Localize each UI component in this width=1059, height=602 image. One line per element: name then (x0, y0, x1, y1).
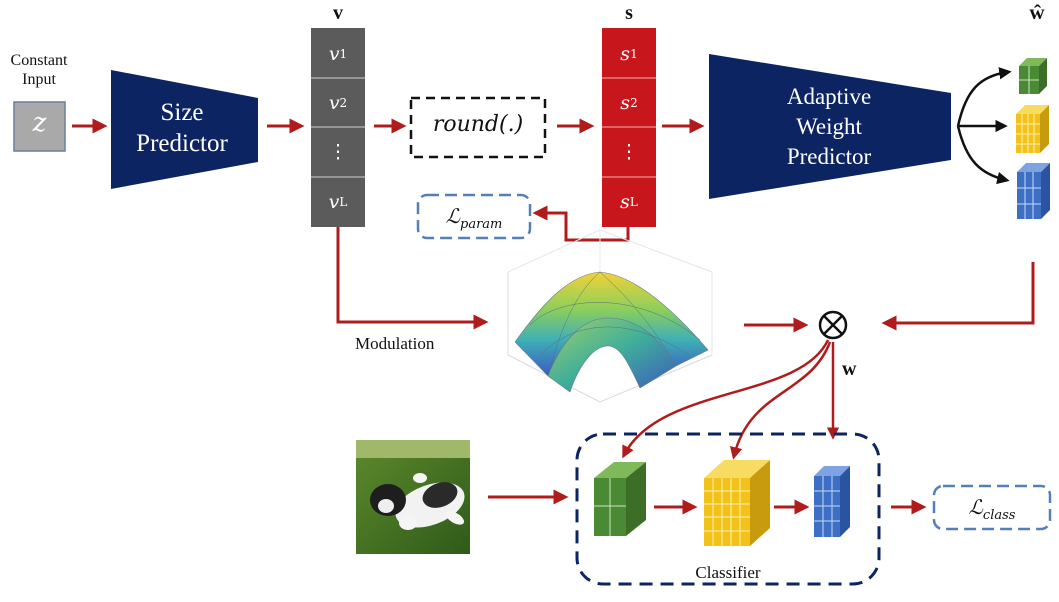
input-caption-line2: Input (22, 71, 56, 88)
arrow-s-to-loss-param (532, 205, 630, 242)
size-predictor-label: Size Predictor (111, 97, 253, 159)
vector-v-cell: ⋮ (328, 141, 348, 163)
arrow-w-hat-to-multiply (881, 262, 1035, 331)
branch-arrow-top (956, 67, 1012, 127)
loss-param-label: ℒparam (445, 204, 503, 232)
classifier-label: Classifier (695, 563, 761, 582)
w-hat-green-block (1019, 58, 1047, 94)
vector-v-label: v (333, 2, 343, 24)
weight-predictor-line2: Weight (796, 114, 862, 139)
weight-predictor-block (709, 54, 951, 199)
w-label: w (842, 358, 857, 380)
arrow-w-to-yellow (729, 341, 832, 460)
input-caption-line1: Constant (10, 52, 68, 69)
modulation-label: Modulation (355, 334, 435, 353)
classifier-green-block (594, 462, 646, 536)
vector-s-label: s (625, 2, 633, 24)
size-predictor-line1: Size (160, 99, 204, 126)
input-z-box (13, 101, 66, 152)
size-predictor-line2: Predictor (136, 130, 228, 157)
arrow-w-to-green (622, 339, 830, 459)
loss-class-box (932, 484, 1052, 531)
arrow-v-to-modulation (336, 227, 489, 330)
weight-predictor-line1: Adaptive (786, 84, 872, 109)
vector-s-cell: ⋮ (619, 141, 639, 163)
classifier-yellow-block (704, 460, 770, 546)
branch-arrow-bottom (956, 125, 1010, 185)
classifier-blue-block (814, 466, 850, 537)
input-z-symbol: z (32, 108, 47, 138)
modulation-surface-plot (507, 229, 713, 403)
w-hat-blue-block (1017, 163, 1050, 219)
weight-predictor-label: Adaptive Weight Predictor (716, 82, 942, 172)
loss-param-box (416, 193, 532, 240)
w-hat-label: ŵ (1029, 0, 1045, 24)
round-label: round(.) (432, 112, 524, 137)
round-box (409, 96, 547, 159)
input-caption: Constant Input (0, 51, 78, 89)
w-hat-yellow-block (1016, 105, 1049, 153)
cat-image (356, 440, 470, 554)
classifier-box (575, 432, 881, 586)
size-predictor-block (111, 70, 258, 189)
weight-predictor-line3: Predictor (786, 144, 872, 169)
loss-class-label: ℒclass (968, 495, 1016, 523)
